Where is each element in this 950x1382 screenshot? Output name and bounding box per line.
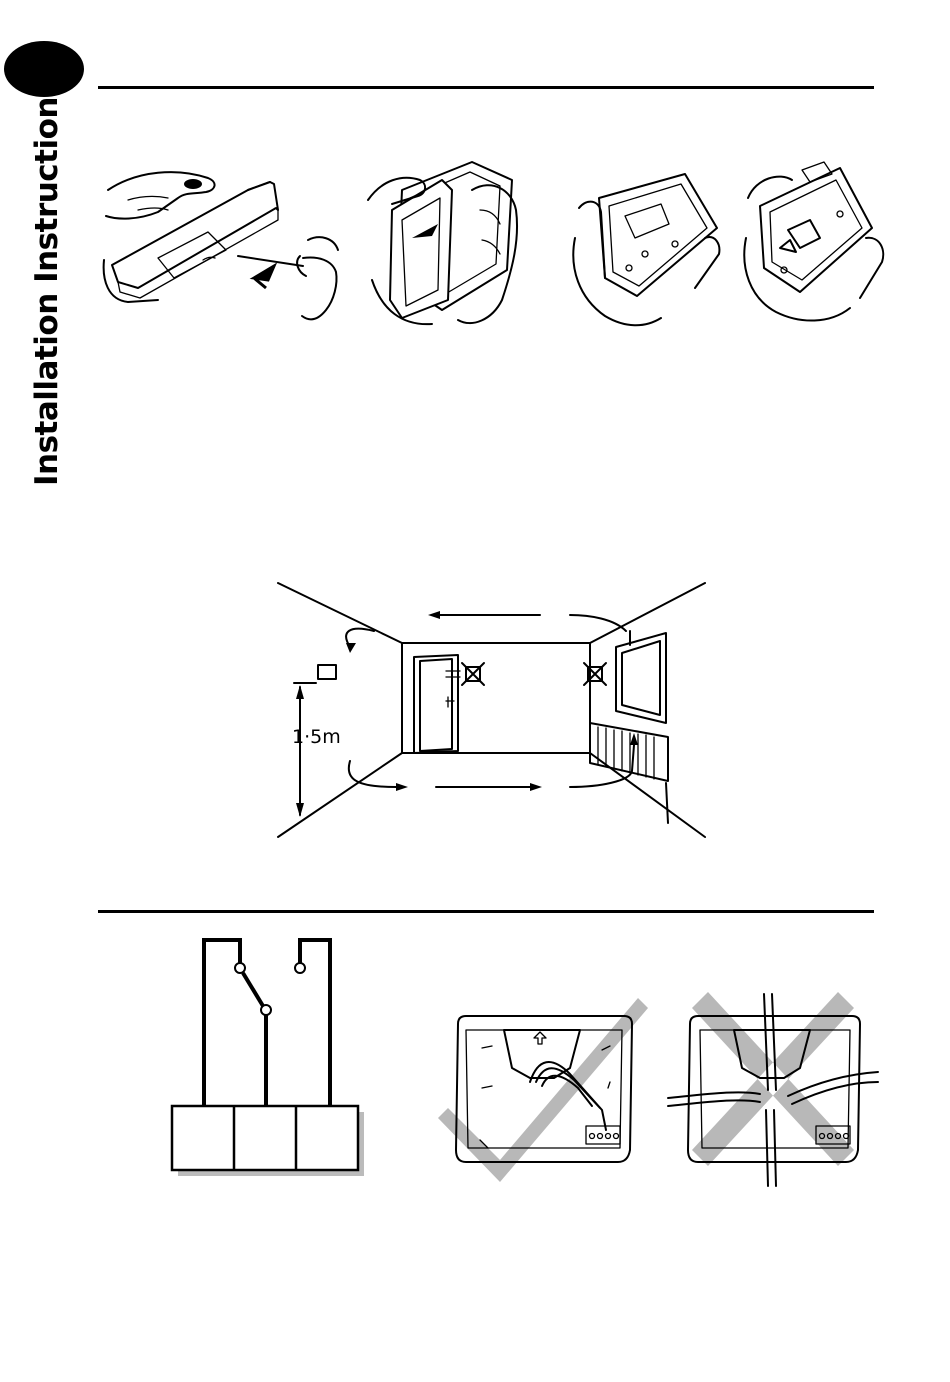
illustration-lift-front (362, 150, 532, 330)
check-mark-icon (438, 998, 648, 1182)
mounting-height-label: 1·5m (292, 726, 341, 748)
illustration-release-cover (98, 160, 343, 325)
top-rule (98, 86, 874, 89)
incorrect-cable-routing (668, 990, 878, 1190)
section-title: Installation Instructions (28, 106, 66, 486)
illustration-back-plate-rear (740, 158, 888, 328)
relay-wiring-schematic (168, 936, 368, 1176)
room-placement-diagram (270, 575, 715, 845)
illustration-back-plate-front (565, 168, 725, 328)
wiring-section-rule (98, 910, 874, 913)
thermostat-mounting-position (318, 665, 336, 679)
correct-cable-routing (430, 990, 650, 1190)
